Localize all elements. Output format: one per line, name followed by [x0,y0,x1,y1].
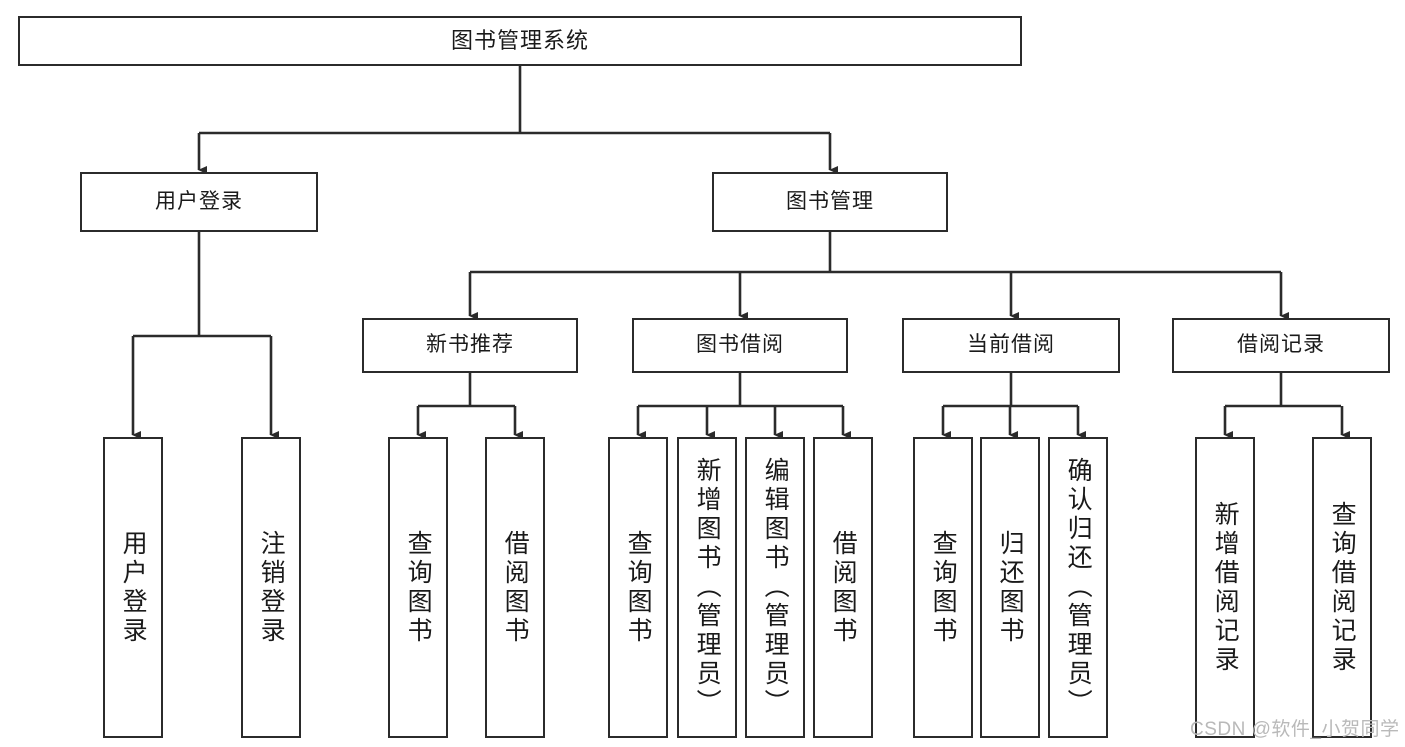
node-label: 借阅图书 [829,529,858,646]
node-leaf-confirm-return[interactable]: 确认归还（管理员） [1048,437,1108,738]
node-leaf-edit-book[interactable]: 编辑图书（管理员） [745,437,805,738]
node-label: 图书借阅 [696,333,784,357]
node-book-manage[interactable]: 图书管理 [712,172,948,232]
node-label: 用户登录 [119,529,148,646]
node-leaf-return-book[interactable]: 归还图书 [980,437,1040,738]
node-current-borrow[interactable]: 当前借阅 [902,318,1120,373]
node-root[interactable]: 图书管理系统 [18,16,1022,66]
node-leaf-user-login[interactable]: 用户登录 [103,437,163,738]
node-label: 图书管理 [786,189,874,213]
node-leaf-add-record[interactable]: 新增借阅记录 [1195,437,1255,738]
node-book-borrow[interactable]: 图书借阅 [632,318,848,373]
node-label: 新增借阅记录 [1211,500,1240,675]
node-leaf-borrow-book-1[interactable]: 借阅图书 [485,437,545,738]
node-label: 查询图书 [404,529,433,646]
node-label: 图书管理系统 [450,27,589,53]
node-leaf-query-book-2[interactable]: 查询图书 [608,437,668,738]
node-leaf-query-book-1[interactable]: 查询图书 [388,437,448,738]
node-leaf-query-record[interactable]: 查询借阅记录 [1312,437,1372,738]
node-label: 查询图书 [624,529,653,646]
node-borrow-record[interactable]: 借阅记录 [1172,318,1390,373]
node-leaf-add-book[interactable]: 新增图书（管理员） [677,437,737,738]
node-leaf-query-book-3[interactable]: 查询图书 [913,437,973,738]
node-label: 借阅图书 [501,529,530,646]
node-user-login[interactable]: 用户登录 [80,172,318,232]
node-label: 查询图书 [929,529,958,646]
node-label: 当前借阅 [967,333,1055,357]
node-label: 借阅记录 [1237,333,1325,357]
node-leaf-user-logout[interactable]: 注销登录 [241,437,301,738]
node-label: 归还图书 [996,529,1025,646]
node-leaf-borrow-book-2[interactable]: 借阅图书 [813,437,873,738]
node-label: 用户登录 [155,189,243,213]
node-label: 新增图书（管理员） [693,457,722,718]
node-label: 编辑图书（管理员） [761,457,790,718]
watermark-text: CSDN @软件_小贺同学 [1190,719,1400,740]
node-new-book-rec[interactable]: 新书推荐 [362,318,578,373]
node-label: 新书推荐 [426,333,514,357]
node-label: 查询借阅记录 [1328,500,1357,675]
node-label: 注销登录 [257,529,286,646]
node-label: 确认归还（管理员） [1064,457,1093,718]
